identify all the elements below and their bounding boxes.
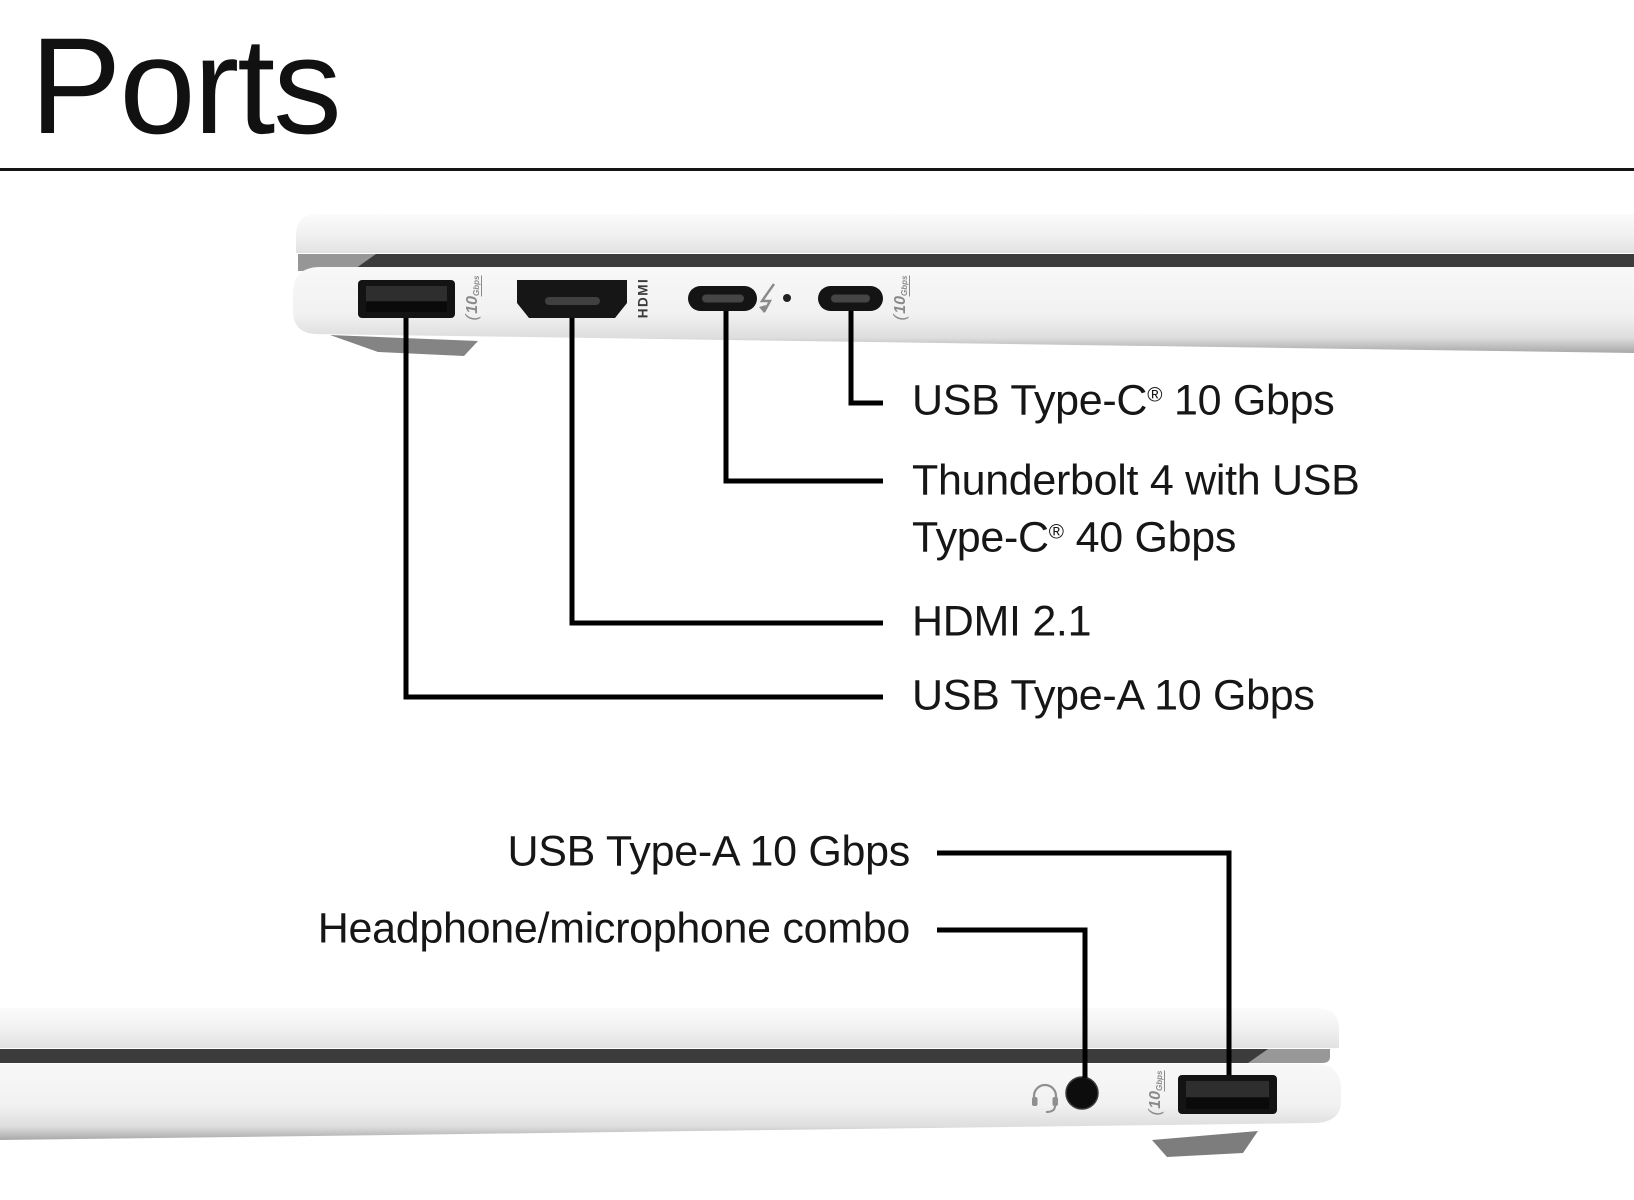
usb-10gbps-badge: (10Gbps <box>890 275 910 321</box>
callout-label-thunderbolt-line1: Thunderbolt 4 with USB <box>912 456 1360 505</box>
usb-10gbps-badge: (10Gbps <box>1145 1070 1165 1116</box>
callout-label-usb-a-10gbps: USB Type-A 10 Gbps <box>912 671 1315 720</box>
laptop-hinge-wedge <box>1248 1049 1330 1063</box>
callout-label-headphone-mic-combo: Headphone/microphone combo <box>317 904 911 953</box>
laptop-lid <box>296 214 1634 253</box>
top-laptop-left-side-view <box>293 214 1634 700</box>
laptop-hinge-wedge <box>298 254 376 271</box>
callout-line-usb-c <box>848 311 883 406</box>
callout-line-usb-a <box>403 318 883 700</box>
laptop-body <box>0 1064 1341 1140</box>
laptop-rubber-foot <box>1152 1131 1258 1157</box>
indicator-dot <box>783 294 791 302</box>
usb-10gbps-badge: (10Gbps <box>462 275 482 321</box>
headphone-jack-port <box>1065 1076 1099 1110</box>
registered-mark: ® <box>1048 520 1064 544</box>
thunderbolt-icon <box>759 283 775 313</box>
laptop-hinge-stripe <box>0 1049 1302 1063</box>
callout-label-usb-a-10gbps-bottom: USB Type-A 10 Gbps <box>507 827 910 876</box>
headset-icon <box>1032 1083 1058 1113</box>
title-divider-rule <box>0 168 1634 171</box>
callout-line-headphone <box>937 927 1088 1078</box>
hdmi-port <box>517 280 627 318</box>
page-title: Ports <box>30 10 342 163</box>
callout-label-hdmi-21: HDMI 2.1 <box>912 597 1092 646</box>
laptop-hinge-stripe <box>340 254 1634 271</box>
laptop-body <box>293 267 1634 353</box>
callout-line-hdmi <box>569 318 883 626</box>
usb-a-port <box>1178 1075 1277 1114</box>
usb-c-port <box>818 286 883 311</box>
laptop-lid <box>0 1008 1339 1048</box>
registered-mark: ® <box>1147 383 1163 407</box>
hdmi-badge: HDMI <box>635 277 651 319</box>
callout-line-usb-a-bottom <box>937 850 1232 1075</box>
usb-a-port <box>358 280 455 318</box>
callout-line-thunderbolt <box>723 311 883 484</box>
usb-c-thunderbolt-port <box>688 286 757 311</box>
callout-label-usb-c-10gbps: USB Type-C® 10 Gbps <box>912 376 1335 425</box>
bottom-laptop-right-side-view <box>0 850 1341 1157</box>
callout-label-thunderbolt-line2: Type-C® 40 Gbps <box>912 513 1237 562</box>
